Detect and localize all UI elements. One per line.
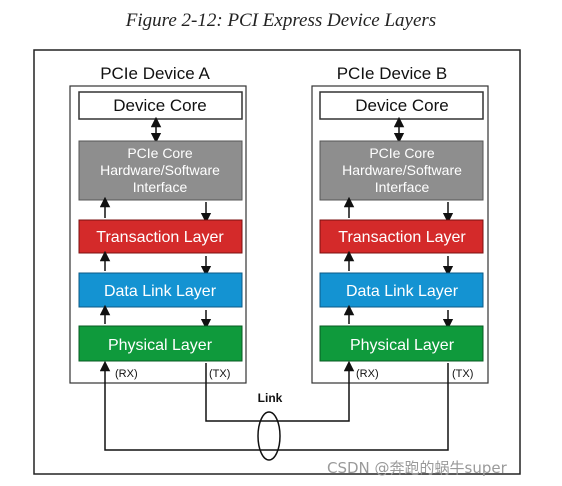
device-a-core-label: Device Core <box>113 96 207 115</box>
figure-title: Figure 2-12: PCI Express Device Layers <box>125 10 437 31</box>
device-a-transaction-label: Transaction Layer <box>96 229 224 246</box>
device-a-label: PCIe Device A <box>100 64 210 83</box>
device-a-sw-line3: Interface <box>133 179 188 195</box>
device-b-datalink-box <box>319 272 484 308</box>
device-a-physical-label: Physical Layer <box>108 337 213 354</box>
device-b-sw-line1: PCIe Core <box>369 145 435 161</box>
device-b-sw-line2: Hardware/Software <box>342 162 462 178</box>
device-b-physical-label: Physical Layer <box>350 337 455 354</box>
link-ellipse <box>257 411 281 461</box>
device-a-sw-interface-box <box>78 140 243 201</box>
device-b-physical-box <box>319 325 484 362</box>
device-a-physical-box <box>78 325 243 362</box>
device-a-datalink-label: Data Link Layer <box>104 283 217 300</box>
device-b-datalink-label: Data Link Layer <box>346 283 459 300</box>
device-b-rx-label: (RX) <box>356 368 379 380</box>
device-a-sw-line1: PCIe Core <box>127 145 193 161</box>
device-b-transaction-label: Transaction Layer <box>338 229 466 246</box>
link-wire-b-tx-to-a-rx <box>99 360 449 451</box>
device-b-label: PCIe Device B <box>337 64 448 83</box>
outer-frame <box>33 49 521 475</box>
device-a: PCIe Device A Device Core PCIe Core Hard… <box>69 64 247 384</box>
device-a-sw-line2: Hardware/Software <box>100 162 220 178</box>
link-label: Link <box>258 391 283 405</box>
device-b-transaction-box <box>319 219 484 254</box>
device-b-sw-interface-box <box>319 140 484 201</box>
device-a-tx-label: (TX) <box>209 368 230 380</box>
device-a-rx-label: (RX) <box>115 368 138 380</box>
device-a-core-box <box>78 91 243 120</box>
device-a-frame <box>69 85 247 384</box>
device-b-core-box <box>319 91 484 120</box>
device-b-tx-label: (TX) <box>452 368 473 380</box>
device-b: PCIe Device B Device Core PCIe Core Hard… <box>311 64 489 384</box>
device-a-datalink-box <box>78 272 243 308</box>
device-b-frame <box>311 85 489 384</box>
device-b-core-label: Device Core <box>355 96 449 115</box>
watermark: CSDN @奔跑的蜗牛super <box>327 459 507 477</box>
device-a-transaction-box <box>78 219 243 254</box>
device-b-sw-line3: Interface <box>375 179 430 195</box>
